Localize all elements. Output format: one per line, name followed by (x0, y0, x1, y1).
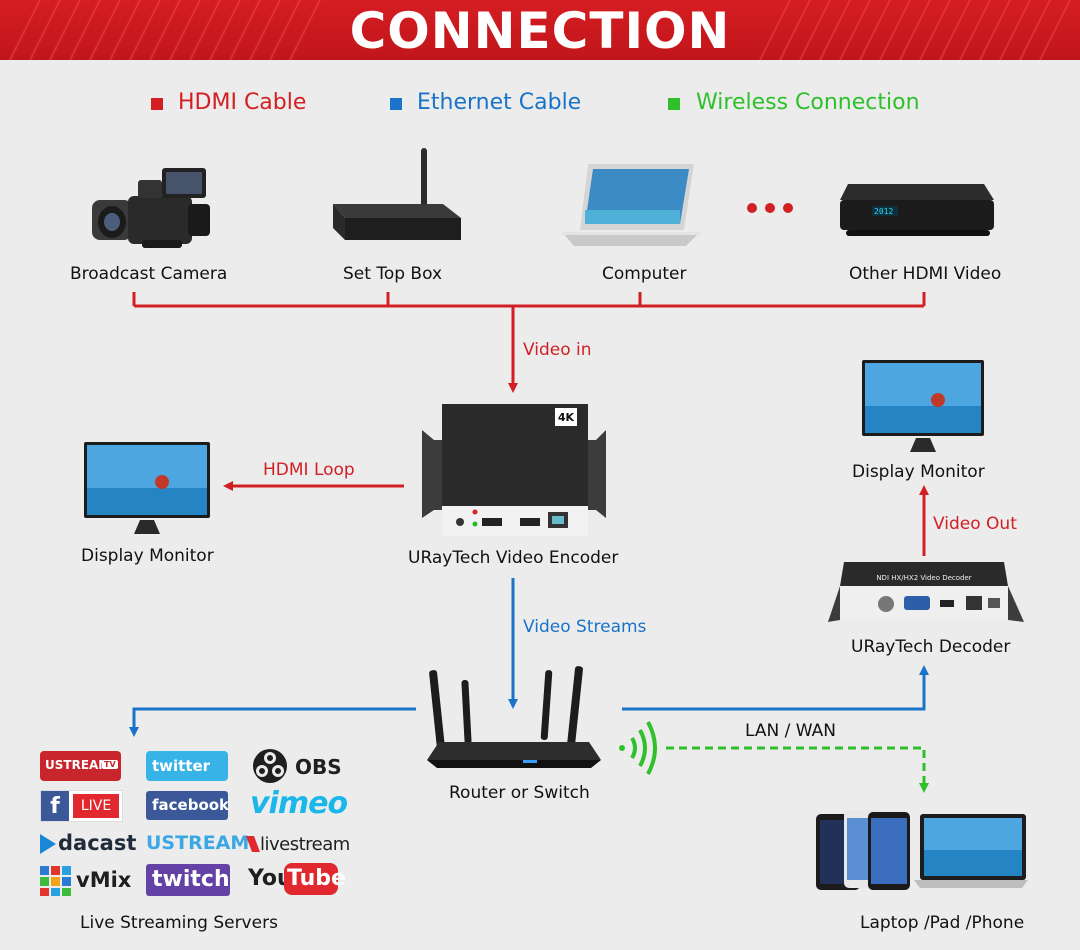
vmix-icon (40, 866, 71, 896)
logo-ustream-text: USTREAM (146, 832, 250, 854)
video-encoder-label: URayTech Video Encoder (408, 548, 619, 568)
logo-twitter: twitter (146, 751, 228, 781)
computer-laptop-icon (562, 164, 700, 246)
video-encoder-icon: 4K (422, 404, 606, 536)
header-stripes (9, 0, 1071, 60)
obs-icon (253, 749, 287, 783)
legend-ethernet-swatch (390, 98, 402, 110)
dacast-icon (40, 834, 56, 854)
display-monitor-left-icon (84, 442, 210, 534)
video-decoder-label: URayTech Decoder (851, 637, 1011, 657)
encoder-4k-badge: 4K (558, 411, 575, 424)
other-hdmi-video-icon: 2012 (840, 184, 994, 236)
logo-facebook-live-text: LIVE (73, 794, 119, 818)
router-icon (427, 666, 601, 768)
logo-youtube-tube-text: Tube (287, 866, 346, 891)
clients-label: Laptop /Pad /Phone (860, 913, 1025, 933)
logo-dacast-text: dacast (58, 831, 137, 855)
legend-hdmi-label: HDMI Cable (178, 90, 307, 115)
legend-wireless-label: Wireless Connection (696, 90, 920, 115)
streaming-servers-label: Live Streaming Servers (80, 913, 278, 933)
logo-twitch-text: twitch (152, 867, 230, 892)
broadcast-camera-label: Broadcast Camera (70, 264, 228, 284)
svg-text:2012: 2012 (874, 207, 893, 216)
set-top-box-icon (333, 148, 461, 240)
lan-wan-label: LAN / WAN (745, 721, 836, 741)
logo-vimeo-text: vimeo (250, 786, 348, 821)
logo-youtube-tube: Tube (284, 863, 346, 895)
logo-ustream-tv-badge: TV (102, 760, 118, 769)
logo-livestream-text: livestream (260, 834, 350, 855)
display-monitor-right-label: Display Monitor (852, 462, 985, 482)
more-sources-ellipsis (747, 203, 793, 213)
logo-facebook-text: facebook (152, 796, 230, 814)
decoder-title-text: NDI HX/HX2 Video Decoder (876, 574, 971, 582)
legend-ethernet-label: Ethernet Cable (417, 90, 582, 115)
logo-facebook: facebook (146, 791, 230, 820)
video-streams-label: Video Streams (523, 617, 647, 637)
logo-obs-text: OBS (295, 755, 342, 779)
video-out-label: Video Out (933, 514, 1017, 534)
wireless-to-clients (666, 746, 929, 793)
logo-twitch: twitch (146, 864, 230, 896)
hdmi-loop-label: HDMI Loop (263, 460, 355, 480)
header-banner: CONNECTION (0, 0, 1080, 60)
ethernet-to-servers (129, 707, 416, 737)
other-hdmi-video-label: Other HDMI Video (849, 264, 1002, 284)
wifi-waves-icon (619, 721, 657, 775)
logo-vmix-text: vMix (76, 868, 132, 892)
ethernet-to-decoder (622, 665, 929, 711)
video-decoder-icon: NDI HX/HX2 Video Decoder (828, 562, 1024, 622)
clients-devices-icon (816, 810, 1028, 890)
video-in-label: Video in (523, 340, 592, 360)
logo-ustream-tv: USTREAM TV (40, 751, 121, 781)
logo-twitter-text: twitter (152, 757, 211, 775)
facebook-f-icon: f (41, 791, 69, 821)
broadcast-camera-icon (92, 168, 210, 248)
set-top-box-label: Set Top Box (343, 264, 443, 284)
legend-hdmi-swatch (151, 98, 163, 110)
logo-ustream-tv-text: USTREAM (45, 758, 111, 772)
display-monitor-right-icon (862, 360, 984, 452)
legend-wireless-swatch (668, 98, 680, 110)
logo-facebook-live: f LIVE (40, 790, 123, 822)
hdmi-source-bus (132, 292, 926, 308)
page-title: CONNECTION (349, 2, 731, 60)
livestream-icon (246, 836, 260, 852)
computer-label: Computer (602, 264, 687, 284)
display-monitor-left-label: Display Monitor (81, 546, 214, 566)
router-label: Router or Switch (449, 783, 590, 803)
